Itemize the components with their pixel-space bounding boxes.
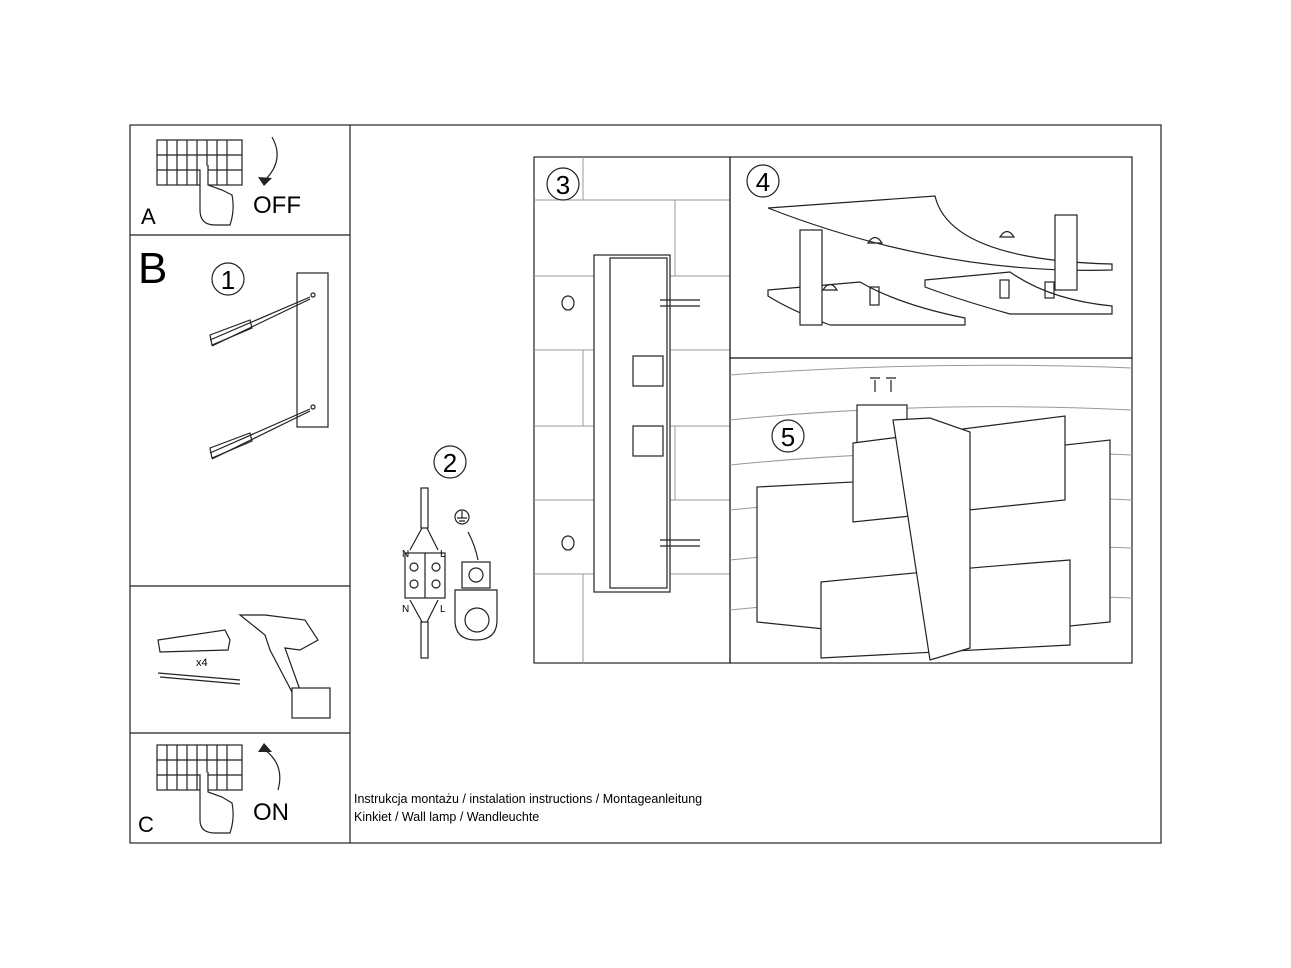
step-3-number: 3 bbox=[556, 170, 570, 200]
step-1-number: 1 bbox=[221, 265, 235, 295]
tools-count: x4 bbox=[196, 657, 208, 669]
step-1-badge bbox=[211, 262, 245, 296]
label-n-bottom: N bbox=[402, 604, 409, 615]
drill-battery bbox=[291, 687, 331, 719]
breaker-box-icon bbox=[156, 139, 243, 226]
screw-icon bbox=[660, 299, 700, 547]
label-n-top: N bbox=[402, 549, 409, 560]
arrow-down-icon bbox=[264, 136, 278, 181]
panel-a-letter: A bbox=[141, 204, 156, 229]
ground-terminal-icon bbox=[461, 561, 491, 589]
mounting-bracket bbox=[296, 272, 329, 428]
step-5-final-assembly: 5 bbox=[729, 357, 1133, 664]
nut-icons bbox=[821, 230, 1055, 306]
step-5-number: 5 bbox=[781, 422, 795, 452]
footer-title: Instrukcja montażu / instalation instruc… bbox=[354, 792, 702, 806]
panel-a-switch-off: A OFF bbox=[141, 136, 301, 229]
step-3-bracket-mount: 3 bbox=[533, 156, 731, 664]
hand-icon bbox=[199, 165, 234, 226]
step-4-number: 4 bbox=[756, 167, 770, 197]
footer-subtitle: Kinkiet / Wall lamp / Wandleuchte bbox=[354, 810, 539, 824]
step-4-shade-assembly: 4 bbox=[729, 156, 1133, 359]
panel-b-letter: B bbox=[138, 244, 167, 293]
screw-icon bbox=[157, 672, 241, 685]
screw-icons bbox=[870, 377, 896, 392]
panel-c-switch-on: C ON bbox=[138, 743, 289, 837]
ground-symbol-icon bbox=[454, 509, 470, 525]
panel-c-action: ON bbox=[253, 799, 289, 826]
panel-tools: x4 bbox=[157, 614, 331, 719]
screw-and-dowel-icon bbox=[209, 296, 311, 460]
panel-b-step-1: B 1 bbox=[138, 244, 329, 460]
label-l-bottom: L bbox=[440, 604, 446, 615]
panel-c-letter: C bbox=[138, 812, 154, 837]
hand-icon bbox=[199, 772, 234, 834]
step-2-wiring: 2 N L N L bbox=[402, 445, 498, 659]
upper-shade bbox=[767, 195, 1113, 271]
wall-bracket bbox=[593, 254, 671, 593]
lower-shade-right bbox=[924, 271, 1113, 315]
arrow-up-icon bbox=[264, 749, 281, 791]
panel-a-action: OFF bbox=[253, 192, 301, 219]
drill-icon bbox=[238, 614, 319, 693]
outer-frame bbox=[129, 124, 1162, 844]
dowel-icon bbox=[157, 629, 231, 653]
label-l-top: L bbox=[440, 549, 446, 560]
step-2-number: 2 bbox=[443, 448, 457, 478]
center-bracket bbox=[892, 417, 971, 661]
